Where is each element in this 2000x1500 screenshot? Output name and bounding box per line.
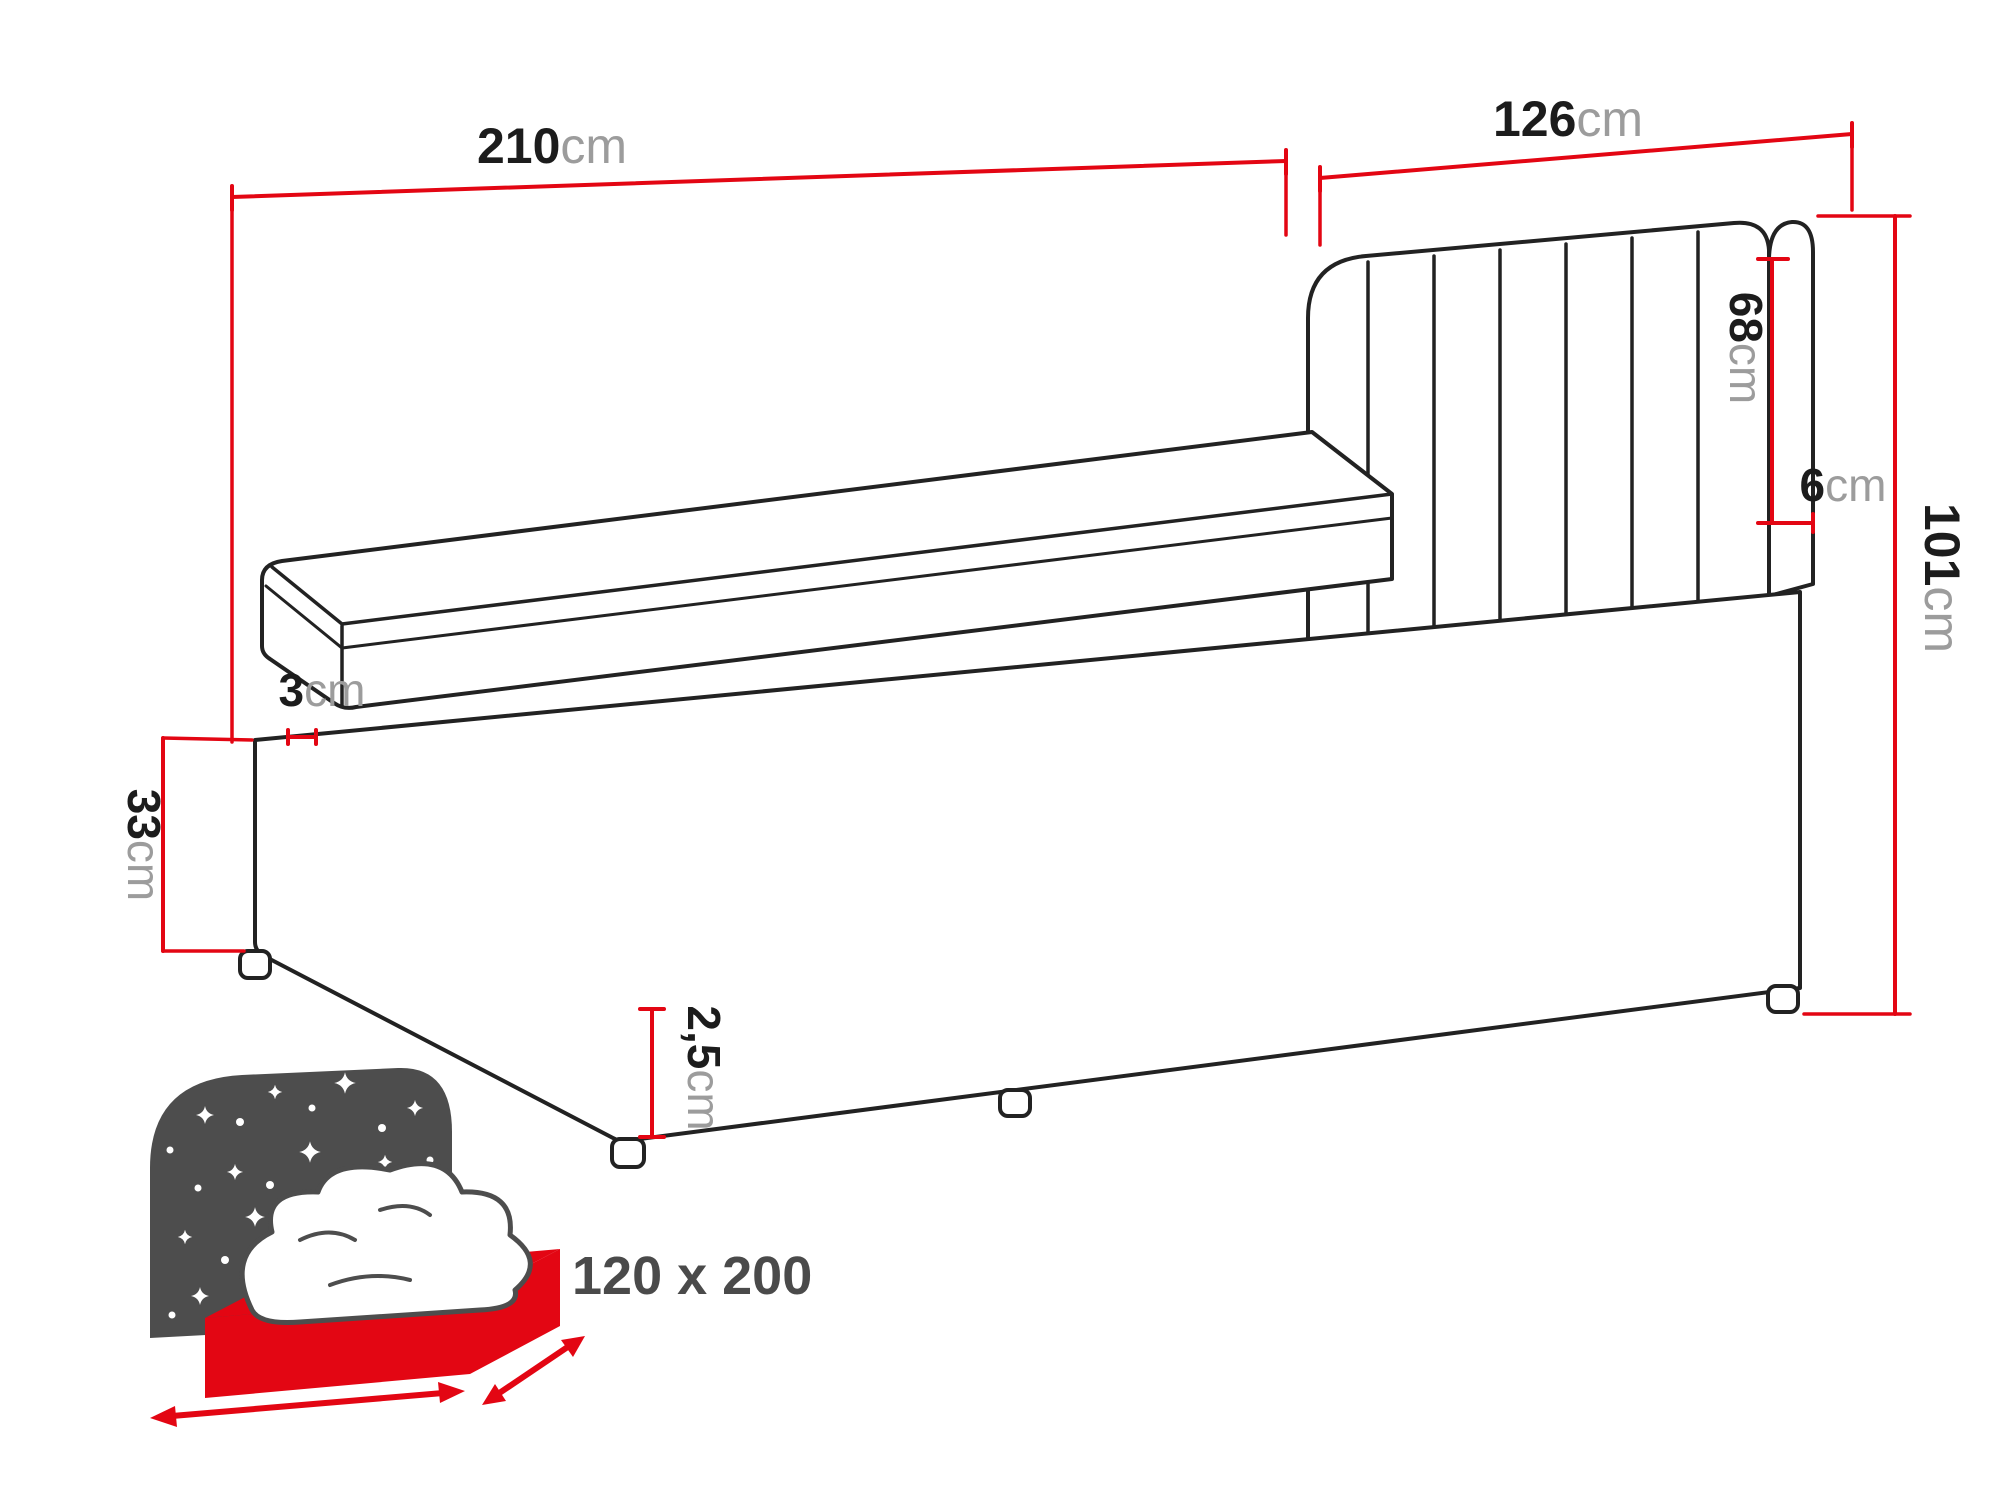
icon-stars — [166, 1072, 437, 1319]
dimension-total-height-101: 101cm — [1802, 214, 1970, 1016]
foot-front-middle — [998, 1088, 1032, 1118]
mattress-piping-seam — [264, 516, 1394, 650]
dimension-label-headboard-width: 126cm — [1493, 91, 1643, 147]
dimension-label-mattress-edge: 3cm — [279, 664, 366, 716]
dimension-label-headboard-height: 68cm — [1720, 292, 1772, 405]
dimension-length-210: 210cm — [230, 118, 1288, 744]
foot-front-right — [1766, 984, 1800, 1014]
mattress-body — [260, 430, 1394, 710]
dimension-legs-height-2-5: 2,5cm — [638, 1005, 730, 1139]
dimension-label-legs-height: 2,5cm — [678, 1005, 730, 1130]
dimension-label-base-height: 33cm — [118, 789, 170, 902]
mattress — [260, 430, 1394, 710]
dimension-headboard-depth-6: 6cm — [1768, 459, 1887, 534]
headboard-side-face — [1767, 220, 1815, 598]
dimension-label-headboard-depth: 6cm — [1800, 459, 1887, 511]
icon-width-arrow — [150, 1382, 465, 1427]
mattress-corner-edges — [270, 492, 1394, 626]
bed-drawing — [238, 220, 1815, 1169]
dimension-mattress-edge-3: 3cm — [279, 664, 366, 746]
foot-front-left — [610, 1137, 646, 1169]
size-icon: 120 x 200 — [150, 1067, 812, 1427]
icon-bedding — [239, 1161, 533, 1325]
size-label: 120 x 200 — [572, 1246, 812, 1306]
dimension-base-height-33: 33cm — [118, 736, 254, 953]
headboard — [1306, 220, 1815, 654]
dimension-headboard-width-126: 126cm — [1318, 91, 1854, 247]
dimension-headboard-height-68: 68cm — [1720, 257, 1790, 525]
icon-length-arrow — [482, 1336, 585, 1405]
foot-back-left — [238, 949, 272, 980]
dimension-label-total-height: 101cm — [1914, 503, 1970, 653]
bed-feet — [238, 949, 1800, 1169]
dimension-label-length: 210cm — [477, 118, 627, 174]
headboard-front-face — [1306, 220, 1771, 654]
